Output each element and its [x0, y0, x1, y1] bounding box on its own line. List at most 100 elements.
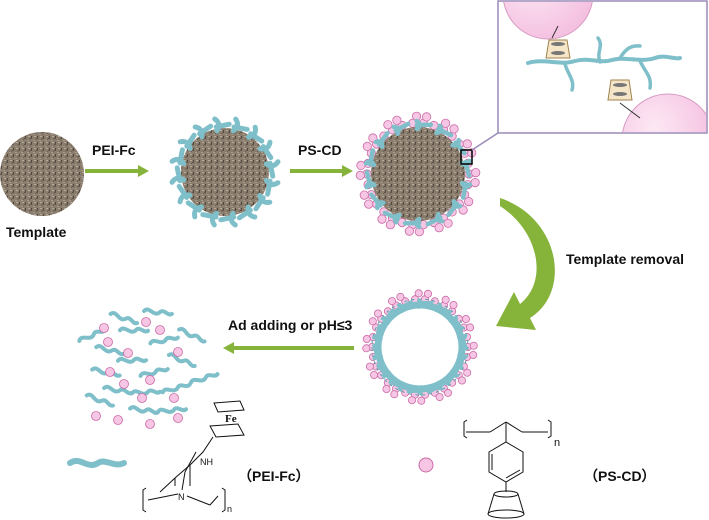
- pei-chain: [236, 207, 253, 221]
- ps-cd-particle: [396, 292, 405, 301]
- pei-chain: [376, 363, 389, 378]
- pei-chain: [526, 54, 682, 65]
- ps-cd-particle: [173, 347, 183, 357]
- ps-cd-particle: [464, 197, 474, 207]
- pei-chain: [375, 324, 381, 341]
- ps-cd-particle: [469, 350, 478, 359]
- ps-cd-particle: [469, 341, 478, 350]
- arrow-disassembly: [223, 342, 354, 354]
- arrow-template-removal: [496, 198, 555, 330]
- pei-chain: [138, 367, 170, 378]
- pei-chain: [388, 380, 404, 389]
- ps-cd-particle: [364, 199, 374, 209]
- ps-cd-particle: [457, 376, 466, 385]
- ps-cd-particle: [466, 323, 475, 332]
- pei-chain: [188, 372, 220, 385]
- legend-ps-cd: n: [418, 419, 560, 519]
- pei-chain: [166, 352, 197, 369]
- pei-chain: [451, 316, 464, 331]
- ps-cd-particle: [119, 379, 129, 389]
- pei-chain: [398, 300, 413, 310]
- template-removal-label: Template removal: [566, 251, 684, 267]
- pei-chain: [445, 371, 457, 386]
- zoom-connector: [471, 132, 499, 151]
- zoom-inset: [497, 0, 708, 134]
- ps-cd-particle: [141, 317, 151, 327]
- pei-coated-sphere: [169, 116, 281, 228]
- subscript-n-ps: n: [554, 437, 560, 449]
- pei-chain: [367, 148, 376, 167]
- ps-cd-coated-sphere: [355, 111, 499, 237]
- pei-chain: [197, 123, 214, 137]
- legend-ps-cd-label: （PS-CD）: [584, 468, 656, 484]
- pei-chain: [369, 192, 383, 208]
- ps-cd-particle: [377, 214, 387, 224]
- ps-cd-particle: [383, 120, 393, 130]
- pei-chain: [174, 165, 183, 184]
- pei-chain: [142, 307, 174, 317]
- step-ps-cd-label: PS-CD: [298, 142, 342, 158]
- ps-cd-particle: [404, 226, 414, 236]
- zoom-box: [460, 149, 473, 165]
- step-pei-fc-label: PEI-Fc: [92, 142, 136, 158]
- ps-cd-particle: [470, 178, 480, 188]
- pei-chain: [417, 300, 434, 305]
- legend-pei-fc-label: （PEI-Fc）: [238, 468, 310, 484]
- ps-cd-particle: [370, 370, 379, 379]
- ps-cd-particle: [373, 309, 382, 318]
- pei-chain: [148, 335, 180, 346]
- ps-cd-particle: [387, 297, 396, 306]
- pei-chain: [376, 130, 390, 147]
- ps-cd-particle: [173, 413, 183, 423]
- pei-chain: [453, 140, 467, 156]
- ps-cd-particle: [356, 160, 366, 170]
- pei-chain: [213, 121, 232, 130]
- ps-cd-particle: [471, 168, 481, 178]
- ps-cd-particle: [368, 317, 377, 326]
- ps-cd-particle: [407, 396, 416, 405]
- pei-chain: [436, 305, 452, 314]
- benzene-ring-icon: [488, 441, 524, 483]
- ps-cd-particle: [359, 190, 369, 200]
- n-label: N: [178, 492, 185, 502]
- ps-cd-particle: [443, 218, 453, 228]
- ps-cd-particle: [103, 337, 113, 347]
- ps-cd-particle: [434, 223, 444, 233]
- ps-cd-particle: [137, 393, 147, 403]
- subscript-n-pei: n: [227, 504, 232, 514]
- pei-chain: [156, 406, 189, 414]
- ps-cd-particle: [390, 390, 399, 399]
- ps-cd-particle: [113, 415, 123, 425]
- hollow-capsule: [362, 289, 478, 405]
- ps-particle-large: [503, 2, 593, 40]
- pei-chain: [383, 308, 395, 323]
- ps-cd-particle: [91, 411, 101, 421]
- pei-chain: [128, 405, 160, 415]
- ps-cd-particle: [362, 344, 371, 353]
- ps-cd-particle: [169, 393, 179, 403]
- template-sphere: [0, 132, 84, 216]
- pei-chain: [427, 384, 442, 394]
- ps-cd-particle: [435, 393, 444, 402]
- disassembly-label: Ad adding or pH≤3: [228, 317, 353, 333]
- pei-chain: [108, 311, 140, 326]
- pei-chain: [118, 326, 151, 334]
- ps-cd-particle: [362, 141, 372, 151]
- pei-chain: [435, 127, 454, 138]
- pei-chain: [260, 144, 274, 161]
- pei-chain: [253, 195, 266, 212]
- ps-cd-particle: [449, 300, 458, 309]
- pei-chain: [116, 356, 149, 364]
- pei-chain: [130, 388, 163, 396]
- ps-cd-particle: [99, 323, 109, 333]
- arrow-ps-cd: [290, 165, 353, 177]
- ps-cd-particle: [392, 115, 402, 125]
- template-label: Template: [6, 224, 67, 240]
- pei-chain: [393, 121, 411, 133]
- pei-chain: [446, 201, 460, 218]
- pei-chain: [176, 183, 190, 200]
- pei-chain: [184, 132, 197, 149]
- ps-cd-particle: [463, 368, 472, 377]
- arrow-pei-fc: [85, 165, 149, 177]
